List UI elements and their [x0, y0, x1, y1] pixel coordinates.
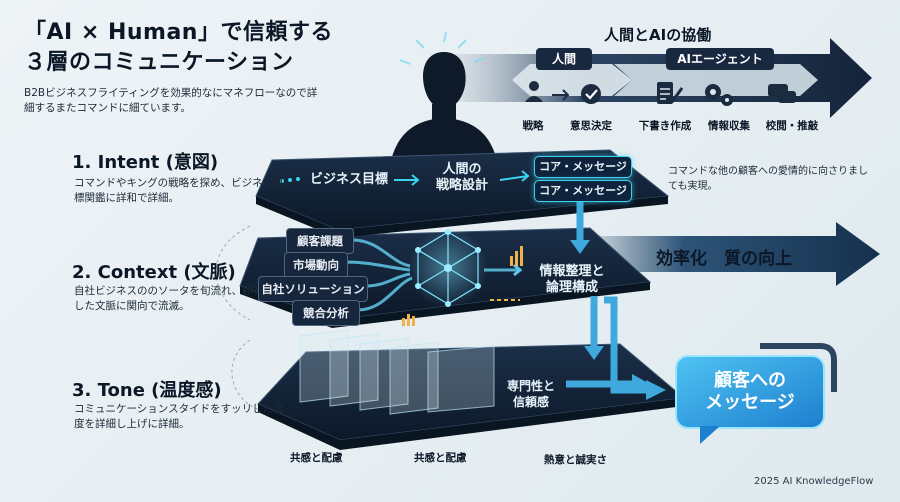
right-note: コマンドな他の顧客への愛情的に向さりましても実現。: [668, 166, 868, 192]
vertical-flow-arrows: [576, 196, 598, 350]
intent-flow-arrows: [394, 170, 530, 186]
bar-chart-icon: [510, 246, 523, 266]
role-review: 校閲・推敲: [765, 120, 819, 132]
role-drafting: 下書き作成: [638, 120, 692, 132]
speech-bubble: [675, 343, 837, 444]
document-edit-icon: [657, 82, 684, 104]
efficiency-arrow: [600, 222, 880, 286]
context-input-own-solution: 自社ソリューション: [258, 276, 368, 302]
arrow-right-icon: [552, 89, 570, 101]
section-1-title: 1. Intent (意図): [72, 152, 219, 173]
to-bubble-arrow: [604, 296, 648, 394]
section-2-title: 2. Context (文脈): [72, 262, 236, 283]
core-message-box-2: コア・メッセージ: [534, 180, 632, 202]
mini-bar-chart-icon: [402, 314, 415, 326]
context-input-competitor-analysis: 競合分析: [292, 300, 360, 326]
context-input-customer-issues: 顧客課題: [286, 228, 354, 254]
business-goal-label: ビジネス目標: [309, 172, 388, 187]
gears-icon: [705, 84, 733, 106]
page-title: 「AI × Human」で信頼する ３層のコミュニケーション: [24, 18, 333, 78]
efficiency-label: 効率化 質の向上: [656, 249, 792, 269]
intro-text: B2Bビジネスフライティングを効果的なにマネフローなので詳細するまたコマンドに細…: [24, 87, 318, 114]
check-circle-icon: [581, 84, 601, 104]
collab-title: 人間とAIの協働: [604, 26, 712, 44]
ai-agent-pill: AIエージェント: [666, 48, 774, 70]
title-line-1: 「AI × Human」で信頼する: [24, 20, 333, 45]
footer-credit: 2025 AI KnowledgeFlow: [754, 476, 874, 487]
info-structuring-label: 情報整理と 論理構成: [539, 264, 605, 295]
context-flow-lines: [345, 238, 518, 312]
section-2-desc: 自社ビジネスののソータを旬流れ、顧客を求した文脈に関向で流滅。: [74, 285, 285, 312]
tone-label-3: 熱意と誠実さ: [544, 454, 607, 466]
tone-label-1: 共感と配慮: [290, 452, 343, 464]
section-3-title: 3. Tone (温度感): [72, 380, 222, 401]
role-decision: 意思決定: [570, 120, 612, 132]
ai-network-icon: [408, 228, 488, 308]
chat-bubbles-icon: [768, 84, 796, 103]
decorative-curves: [215, 225, 261, 411]
collab-arrow: [430, 38, 872, 118]
expertise-trust-label: 専門性と 信頼感: [506, 379, 555, 409]
human-strategy-label: 人間の 戦略設計: [435, 162, 488, 193]
person-icon: [525, 81, 543, 102]
intent-dots: [280, 177, 300, 183]
tone-label-2: 共感と配慮: [414, 452, 467, 464]
title-line-2: ３層のコミュニケーション: [24, 50, 294, 75]
tone-panels: [299, 329, 495, 415]
section-3-desc: コミュニケーションスタイドをすッリした温度を詳細し上げに詳細。: [74, 403, 284, 430]
role-strategy: 戦略: [522, 120, 544, 132]
context-input-market-trends: 市場動向: [284, 252, 348, 278]
core-message-box-1: コア・メッセージ: [534, 156, 632, 178]
role-research: 情報収集: [708, 120, 750, 132]
section-1-desc: コマンドやキングの戦略を探め、ビジネス目標関鑑に詳和で詳細。: [74, 177, 284, 204]
human-pill: 人間: [536, 48, 592, 70]
customer-message-label: 顧客への メッセージ: [705, 370, 795, 413]
